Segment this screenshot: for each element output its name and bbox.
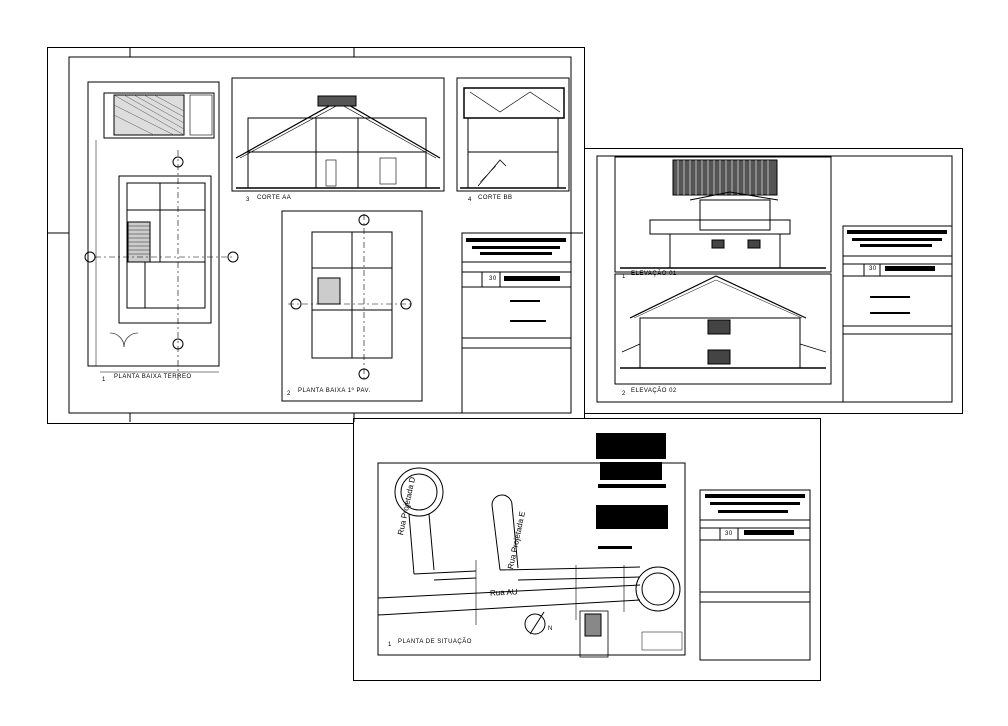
plan-upper-title: PLANTA BAIXA 1º PAV. — [298, 388, 371, 394]
sheet-1-title-block — [461, 232, 572, 414]
plan-upper-number: 2 — [287, 391, 291, 397]
sheet-3-title-block — [699, 489, 811, 661]
section-aa-title: CORTE AA — [257, 195, 292, 201]
section-bb-number: 4 — [468, 197, 472, 203]
elevation-01-title: ELEVAÇÃO 01 — [631, 271, 677, 277]
elevation-02-number: 2 — [622, 391, 626, 397]
elevation-01-drawing — [614, 156, 832, 273]
street-rua-au: Rua AU — [489, 587, 518, 598]
ground-floor-plan — [84, 81, 239, 380]
elevation-02-drawing — [614, 273, 832, 385]
section-aa-drawing — [231, 77, 445, 192]
sheet-3-site-frame — [377, 462, 686, 656]
sheet-1-scale: 30 — [489, 276, 497, 282]
upper-floor-plan — [281, 210, 423, 402]
section-bb-drawing — [456, 77, 570, 192]
elevation-01-number: 1 — [622, 274, 626, 280]
sheet-2-title-block — [842, 225, 953, 403]
sheet-3 — [353, 418, 821, 681]
section-bb-title: CORTE BB — [478, 195, 513, 201]
site-plan-streets — [377, 467, 683, 658]
plan-ground-title: PLANTA BAIXA TERREO — [114, 374, 192, 380]
elevation-02-title: ELEVAÇÃO 02 — [631, 388, 677, 394]
sheet-3-scale: 30 — [725, 531, 733, 537]
site-plan-title: PLANTA DE SITUAÇÃO — [398, 639, 472, 645]
plan-ground-number: 1 — [102, 377, 106, 383]
redaction-blocks — [466, 230, 947, 549]
site-plan-number: 1 — [388, 642, 392, 648]
north-arrow-label: N — [548, 626, 553, 632]
sheet-2-scale: 30 — [869, 266, 877, 272]
section-aa-number: 3 — [246, 197, 250, 203]
